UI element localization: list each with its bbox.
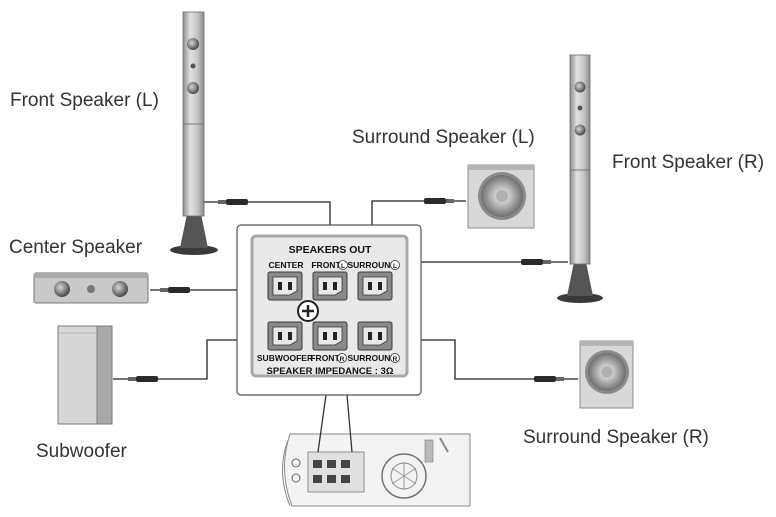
side-mark-right-2 xyxy=(390,353,400,363)
side-mark-left-2 xyxy=(390,260,400,270)
subwoofer-speaker xyxy=(57,325,113,425)
cable-plugs xyxy=(128,198,564,382)
receiver-unit xyxy=(281,433,471,507)
label-front-speaker-left: Front Speaker (L) xyxy=(10,90,159,111)
panel-callout-lines xyxy=(317,394,353,453)
side-mark-left-1-text: L xyxy=(341,263,345,270)
label-surround-speaker-left: Surround Speaker (L) xyxy=(352,127,535,148)
terminal-label-front-left: FRONT xyxy=(311,260,341,270)
side-mark-left-1 xyxy=(338,260,348,270)
panel-impedance: SPEAKER IMPEDANCE : 3Ω xyxy=(267,366,394,377)
terminal-label-center: CENTER xyxy=(269,260,304,270)
side-mark-right-1 xyxy=(337,353,347,363)
front-speaker-left xyxy=(170,11,218,255)
label-subwoofer: Subwoofer xyxy=(36,441,127,462)
terminal-label-front-right: FRONT xyxy=(310,353,340,363)
surround-speaker-right xyxy=(579,340,634,409)
terminal-label-surround-right: SURROUND xyxy=(347,353,396,363)
side-mark-right-2-text: R xyxy=(393,356,398,363)
side-mark-right-1-text: R xyxy=(340,356,345,363)
terminal-label-subwoofer: SUBWOOFER xyxy=(257,353,313,363)
speakers-out-panel: SPEAKERS OUT CENTER FRONT L SURROUND L S… xyxy=(236,224,422,396)
plus-screw-icon xyxy=(297,300,319,322)
label-surround-speaker-right: Surround Speaker (R) xyxy=(523,427,709,448)
panel-title: SPEAKERS OUT xyxy=(289,244,372,256)
front-speaker-right xyxy=(557,54,603,303)
label-front-speaker-right: Front Speaker (R) xyxy=(612,152,765,173)
center-speaker xyxy=(33,272,149,304)
label-center-speaker: Center Speaker xyxy=(9,237,143,258)
terminal-label-surround-left: SURROUND xyxy=(347,260,396,270)
side-mark-left-2-text: L xyxy=(393,263,397,270)
surround-speaker-left xyxy=(467,164,535,229)
